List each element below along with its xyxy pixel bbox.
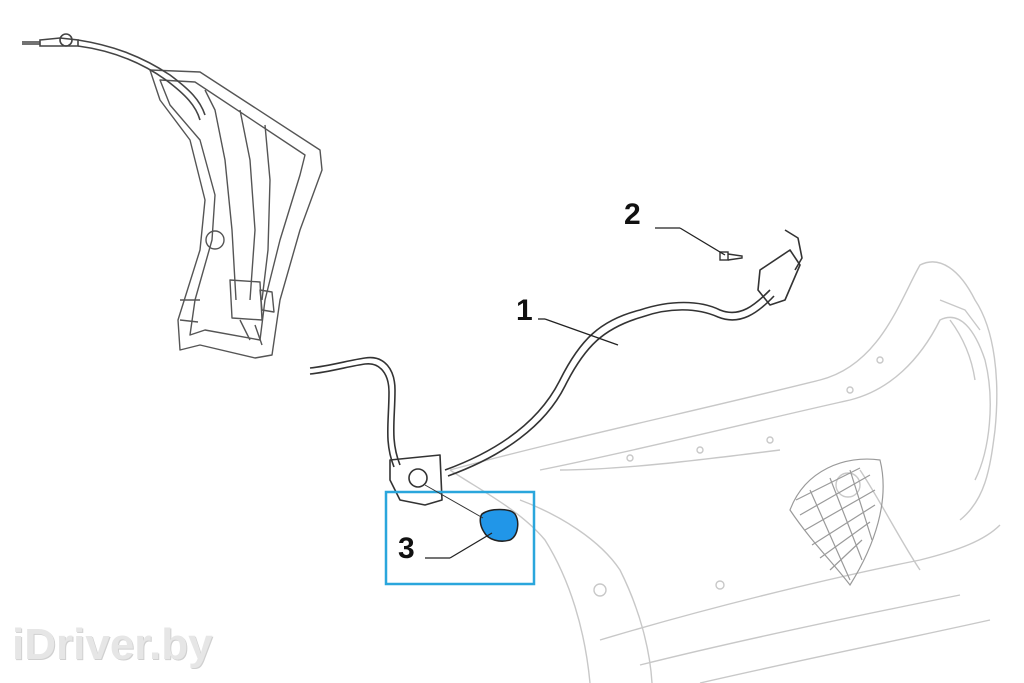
leader-line-3b	[449, 532, 493, 559]
reservoir-hose	[22, 33, 206, 121]
screw	[719, 251, 743, 261]
washer-hose-assembly	[309, 229, 803, 506]
front-grille	[789, 458, 884, 587]
leader-line-2b	[679, 227, 726, 256]
watermark-logo: iDriver.by	[12, 620, 213, 669]
washer-nozzle-cap	[479, 508, 519, 542]
highlight-box	[384, 490, 536, 586]
washer-reservoir	[149, 69, 323, 359]
front-bumper	[449, 261, 1001, 683]
callout-part-3: 3	[398, 532, 415, 565]
cap-alignment-line	[424, 484, 484, 519]
leader-line-1	[544, 318, 619, 346]
callout-part-1: 1	[516, 294, 533, 327]
callout-part-2: 2	[624, 198, 641, 231]
